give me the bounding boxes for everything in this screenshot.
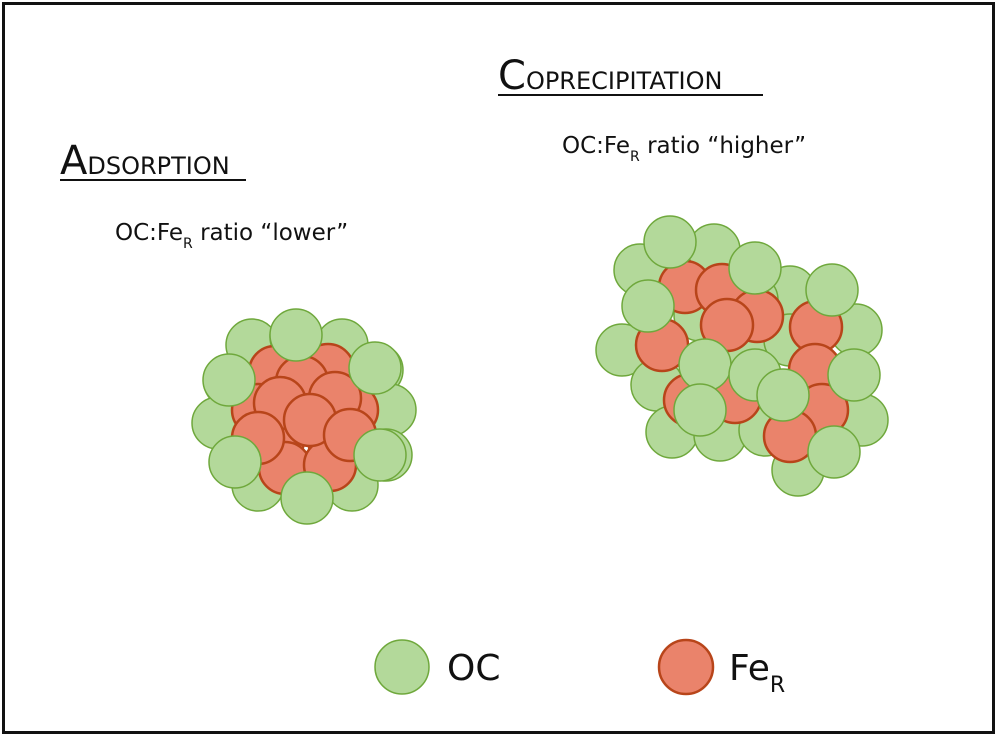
coprecipitation-oc-particle xyxy=(678,338,732,392)
coprecipitation-oc-particle xyxy=(673,383,727,437)
coprecipitation-oc-particle xyxy=(643,215,697,269)
adsorption-oc-particle xyxy=(353,428,407,482)
coprecipitation-ratio: OC:FeR ratio “higher” xyxy=(562,133,806,165)
coprecipitation-cluster xyxy=(595,215,889,497)
coprecipitation-oc-particle xyxy=(805,263,859,317)
legend-fe-marker xyxy=(657,638,715,696)
legend-oc-marker xyxy=(374,639,430,695)
adsorption-title: ADSORPTION xyxy=(60,138,230,184)
legend: OC FeR xyxy=(374,638,785,698)
coprecipitation-title: COPRECIPITATION xyxy=(498,53,722,99)
adsorption-oc-particle xyxy=(269,308,323,362)
coprecipitation-oc-particle xyxy=(621,279,675,333)
coprecipitation-oc-particle xyxy=(807,425,861,479)
adsorption-oc-particle xyxy=(202,353,256,407)
adsorption-cluster xyxy=(191,308,417,525)
legend-oc-label: OC xyxy=(447,648,500,689)
coprecipitation-oc-particle xyxy=(756,368,810,422)
coprecipitation-oc-particle xyxy=(827,348,881,402)
adsorption-oc-particle xyxy=(280,471,334,525)
adsorption-oc-particle xyxy=(208,435,262,489)
adsorption-oc-particle xyxy=(348,341,402,395)
coprecipitation-oc-particle xyxy=(728,241,782,295)
legend-fe-label: FeR xyxy=(729,648,785,698)
adsorption-ratio: OC:FeR ratio “lower” xyxy=(115,220,348,252)
